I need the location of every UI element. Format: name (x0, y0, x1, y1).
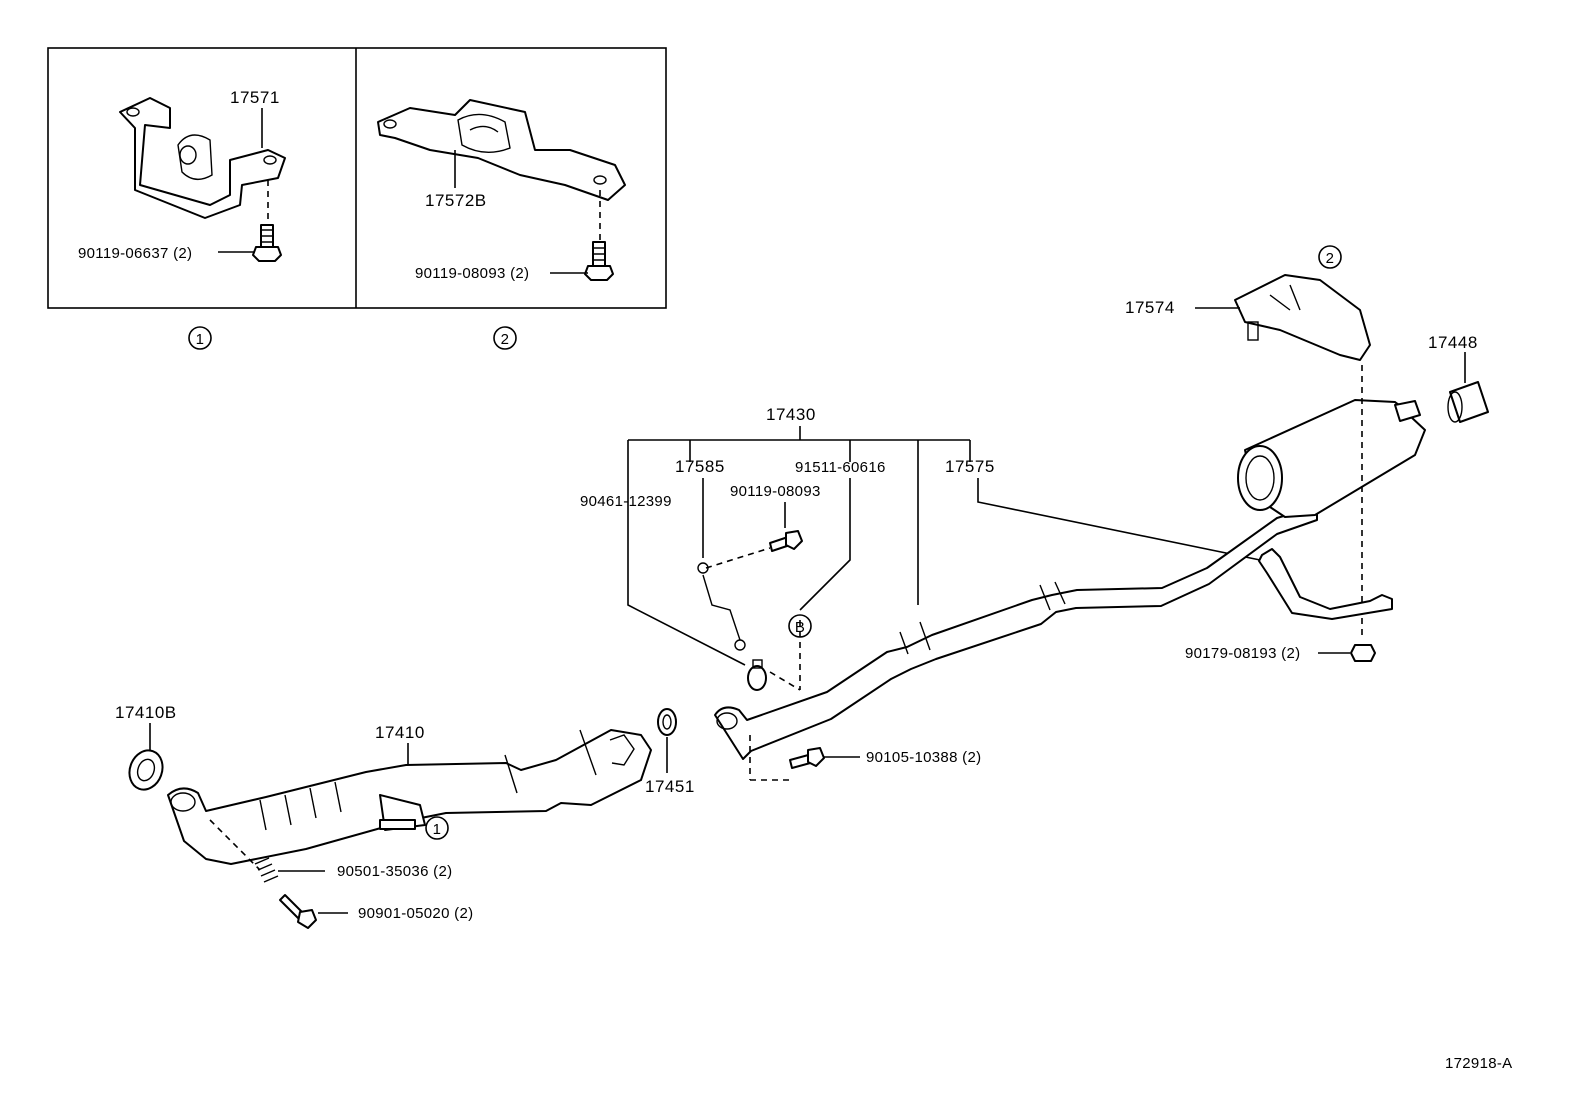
nut-90179-icon (1350, 644, 1376, 662)
label-91511-60616: 91511-60616 (795, 459, 886, 476)
bolt-90119-08093-icon (584, 241, 614, 281)
marker-2-text-rear: 2 (1326, 250, 1335, 267)
bolt-90119-08093-center-icon (769, 530, 803, 552)
bolt-90901-icon (279, 894, 317, 929)
bracket-17571-drawing (119, 97, 286, 219)
gasket-17451-icon (657, 708, 677, 736)
label-17585: 17585 (675, 457, 725, 476)
drawing-number: 172918-A (1445, 1055, 1512, 1072)
label-17448: 17448 (1428, 333, 1478, 352)
marker-2-circle-rear (1318, 245, 1342, 269)
inset-box (47, 47, 667, 309)
label-17410b: 17410B (115, 703, 177, 722)
center-pipe-drawing (714, 505, 1318, 760)
label-90119-08093-inset: 90119-08093 (2) (415, 265, 529, 282)
marker-1-text-pipe: 1 (433, 821, 442, 838)
strap-17575-drawing (1258, 548, 1393, 620)
label-17410: 17410 (375, 723, 425, 742)
marker-b-text: B (795, 619, 805, 636)
label-17572b: 17572B (425, 191, 487, 210)
spring-90501-icon (254, 857, 279, 883)
marker-b-circle (788, 614, 812, 638)
label-90105-10388: 90105-10388 (2) (866, 749, 981, 766)
front-pipe-17410-drawing (167, 729, 652, 865)
label-17451: 17451 (645, 777, 695, 796)
label-17574: 17574 (1125, 298, 1175, 317)
gasket-17410b-icon (128, 749, 164, 791)
hanger-17585-drawing (697, 562, 767, 691)
label-90119-06637: 90119-06637 (2) (78, 245, 192, 262)
label-90179-08193: 90179-08193 (2) (1185, 645, 1300, 662)
muffler-drawing (1237, 399, 1426, 518)
label-17571: 17571 (230, 88, 280, 107)
marker-1-circle-pipe (425, 816, 449, 840)
marker-1-circle (188, 326, 212, 350)
label-17575: 17575 (945, 457, 995, 476)
label-17430: 17430 (766, 405, 816, 424)
bracket-17572b-drawing (377, 99, 626, 201)
marker-2-text: 2 (501, 331, 510, 348)
marker-2-circle (493, 326, 517, 350)
bolt-90119-06637-icon (252, 224, 282, 262)
bolt-90105-icon (789, 747, 825, 769)
label-90461-12399: 90461-12399 (580, 493, 672, 510)
tail-tip-17448-icon (1447, 381, 1489, 423)
label-90501-35036: 90501-35036 (2) (337, 863, 452, 880)
leader-bracket-17430 (627, 439, 971, 666)
marker-1-text: 1 (196, 331, 205, 348)
label-90119-08093: 90119-08093 (730, 483, 821, 500)
label-90901-05020: 90901-05020 (2) (358, 905, 473, 922)
bracket-17574-drawing (1234, 274, 1371, 361)
